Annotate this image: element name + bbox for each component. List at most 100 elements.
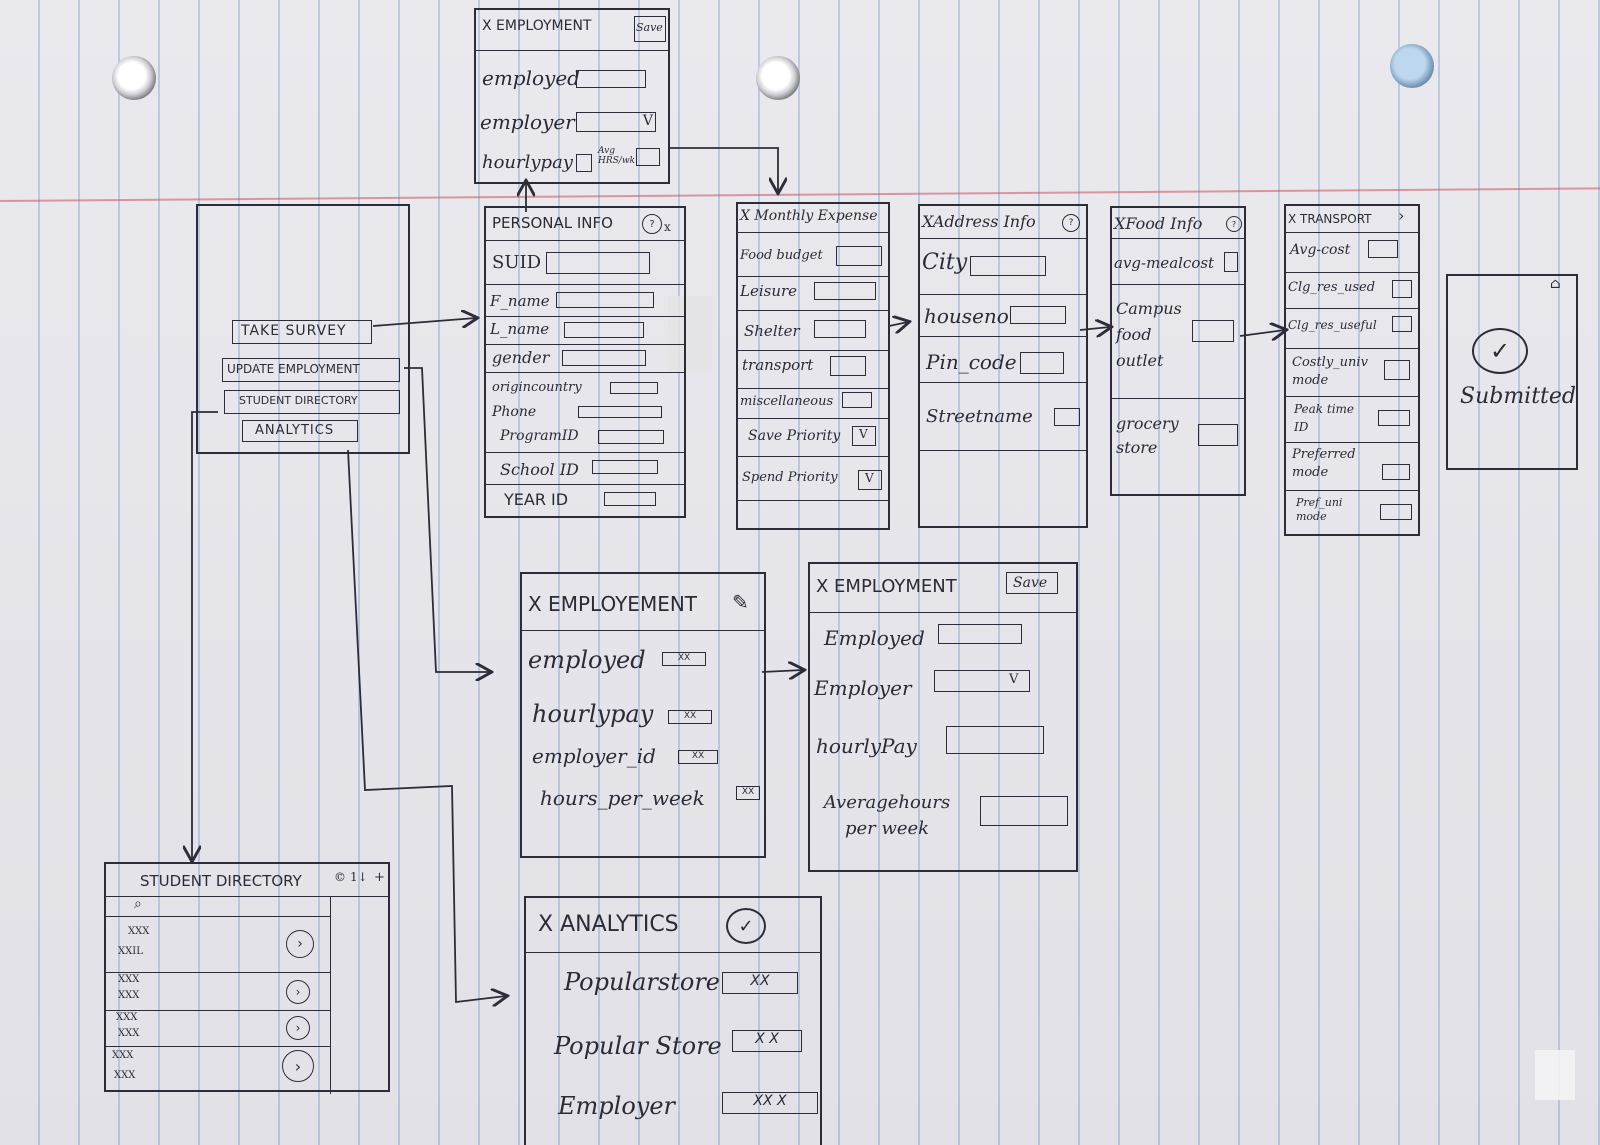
houseno-field[interactable]: [1010, 306, 1066, 324]
phone-label: Phone: [492, 404, 537, 420]
help-icon[interactable]: ?: [1062, 214, 1080, 232]
analytics-screen: X ANALYTICS ✓ Popularstore XX Popular St…: [524, 896, 822, 1145]
divider: [738, 418, 888, 419]
hourlypay-label: hourlypay: [482, 152, 573, 173]
avg-hrs-field[interactable]: [636, 148, 660, 166]
chevron-right-icon[interactable]: ›: [286, 930, 314, 958]
grocery-store-field[interactable]: [1198, 424, 1238, 446]
average-hours-label: Averagehours per week: [823, 792, 951, 839]
chevron-right-icon[interactable]: ›: [286, 980, 310, 1004]
chevron-right-icon[interactable]: ›: [286, 1016, 310, 1040]
pref-uni-mode-field[interactable]: [1380, 504, 1412, 520]
divider: [920, 294, 1086, 295]
suid-field[interactable]: [546, 252, 650, 274]
employed-label: Employed: [824, 626, 925, 650]
avg-mealcost-field[interactable]: [1224, 252, 1238, 272]
employment-edit-title: X EMPLOYMENT: [816, 576, 957, 597]
employed-field[interactable]: [938, 624, 1022, 644]
tape-piece: [1535, 1050, 1575, 1100]
programid-field[interactable]: [598, 430, 664, 444]
campus-food-outlet-field[interactable]: [1192, 320, 1234, 342]
divider: [738, 276, 888, 277]
student-directory-button[interactable]: STUDENT DIRECTORY: [224, 390, 400, 414]
list-item[interactable]: XXX XXX ›: [106, 972, 330, 1010]
pref-uni-mode-label: Pref_uni mode: [1296, 496, 1343, 523]
shelter-field[interactable]: [814, 320, 866, 338]
divider: [106, 972, 330, 973]
gender-field[interactable]: [562, 350, 646, 366]
divider: [1286, 308, 1418, 309]
edit-pencil-icon[interactable]: ✎: [732, 590, 749, 614]
chevron-right-icon[interactable]: ›: [1398, 206, 1405, 225]
filter-icon[interactable]: ©: [334, 870, 346, 884]
fname-field[interactable]: [556, 292, 654, 308]
divider: [106, 1046, 330, 1047]
miscellaneous-field[interactable]: [842, 392, 872, 408]
food-info-title: XFood Info: [1114, 214, 1203, 233]
divider: [526, 952, 820, 953]
student-line2: XXIL: [118, 946, 143, 957]
help-icon[interactable]: ?: [1226, 216, 1242, 232]
student-line1: XXX: [118, 974, 140, 985]
savepriority-dropdown[interactable]: V: [852, 426, 876, 446]
employed-field[interactable]: [576, 70, 646, 88]
employment-edit-save-button[interactable]: Save: [1006, 572, 1058, 594]
column-divider: [330, 896, 331, 1094]
suid-label: SUID: [492, 252, 542, 273]
miscellaneous-label: miscellaneous: [740, 394, 834, 409]
divider: [920, 336, 1086, 337]
save-label: Save: [1013, 575, 1048, 591]
city-field[interactable]: [970, 256, 1046, 276]
streetname-field[interactable]: [1054, 408, 1080, 426]
yearid-field[interactable]: [604, 492, 656, 506]
foodbudget-field[interactable]: [836, 246, 882, 266]
peak-time-field[interactable]: [1378, 410, 1410, 426]
employment-save-button[interactable]: Save: [634, 16, 666, 42]
employed-label: employed: [482, 66, 580, 90]
average-hours-field[interactable]: [980, 796, 1068, 826]
list-item[interactable]: XXX XXX ›: [106, 1010, 330, 1046]
houseno-label: houseno: [924, 304, 1009, 328]
preferred-mode-label: Preferred mode: [1292, 447, 1356, 480]
close-icon[interactable]: x: [664, 220, 671, 234]
update-employment-button[interactable]: UPDATE EMPLOYMENT: [222, 358, 400, 382]
schoolid-field[interactable]: [592, 460, 658, 474]
list-item[interactable]: XXX XXIL ›: [106, 916, 330, 972]
chevron-right-icon[interactable]: ›: [282, 1050, 314, 1082]
sort-icon[interactable]: 1↓: [350, 870, 368, 884]
preferred-mode-field[interactable]: [1382, 464, 1410, 480]
leisure-label: Leisure: [740, 282, 798, 300]
analytics-label: ANALYTICS: [255, 423, 335, 438]
employer-dropdown[interactable]: V: [934, 670, 1030, 692]
transport-screen: X TRANSPORT › Avg-cost Clg_res_used Clg_…: [1284, 204, 1420, 536]
divider: [920, 450, 1086, 451]
analytics-title: X ANALYTICS: [538, 912, 679, 937]
lname-field[interactable]: [564, 322, 644, 338]
analytics-button[interactable]: ANALYTICS: [242, 420, 358, 442]
pincode-field[interactable]: [1020, 352, 1064, 374]
add-icon[interactable]: +: [374, 870, 385, 885]
hourlypay-field[interactable]: [946, 726, 1044, 754]
yearid-label: YEAR ID: [504, 490, 569, 509]
clg-res-useful-field[interactable]: [1392, 316, 1412, 332]
help-icon[interactable]: ?: [642, 214, 662, 234]
clg-res-used-field[interactable]: [1392, 280, 1412, 298]
list-item[interactable]: XXX XXX ›: [106, 1046, 330, 1094]
home-icon[interactable]: ⌂: [1550, 276, 1561, 292]
chevron-down-icon: V: [859, 427, 868, 441]
punch-hole: [112, 56, 156, 100]
spendpriority-dropdown[interactable]: V: [858, 470, 882, 490]
leisure-field[interactable]: [814, 282, 876, 300]
divider: [738, 350, 888, 351]
take-survey-button[interactable]: TAKE SURVEY: [232, 320, 372, 344]
avg-cost-field[interactable]: [1368, 240, 1398, 258]
hourlypay-field[interactable]: [576, 154, 592, 172]
student-directory-label: STUDENT DIRECTORY: [239, 394, 358, 407]
transport-field[interactable]: [830, 356, 866, 376]
phone-field[interactable]: [578, 406, 662, 418]
origincountry-field[interactable]: [610, 382, 658, 394]
costly-univ-mode-field[interactable]: [1384, 360, 1410, 380]
divider: [1286, 232, 1418, 233]
search-icon[interactable]: ⌕: [134, 896, 142, 912]
employer-dropdown[interactable]: V: [576, 112, 656, 132]
